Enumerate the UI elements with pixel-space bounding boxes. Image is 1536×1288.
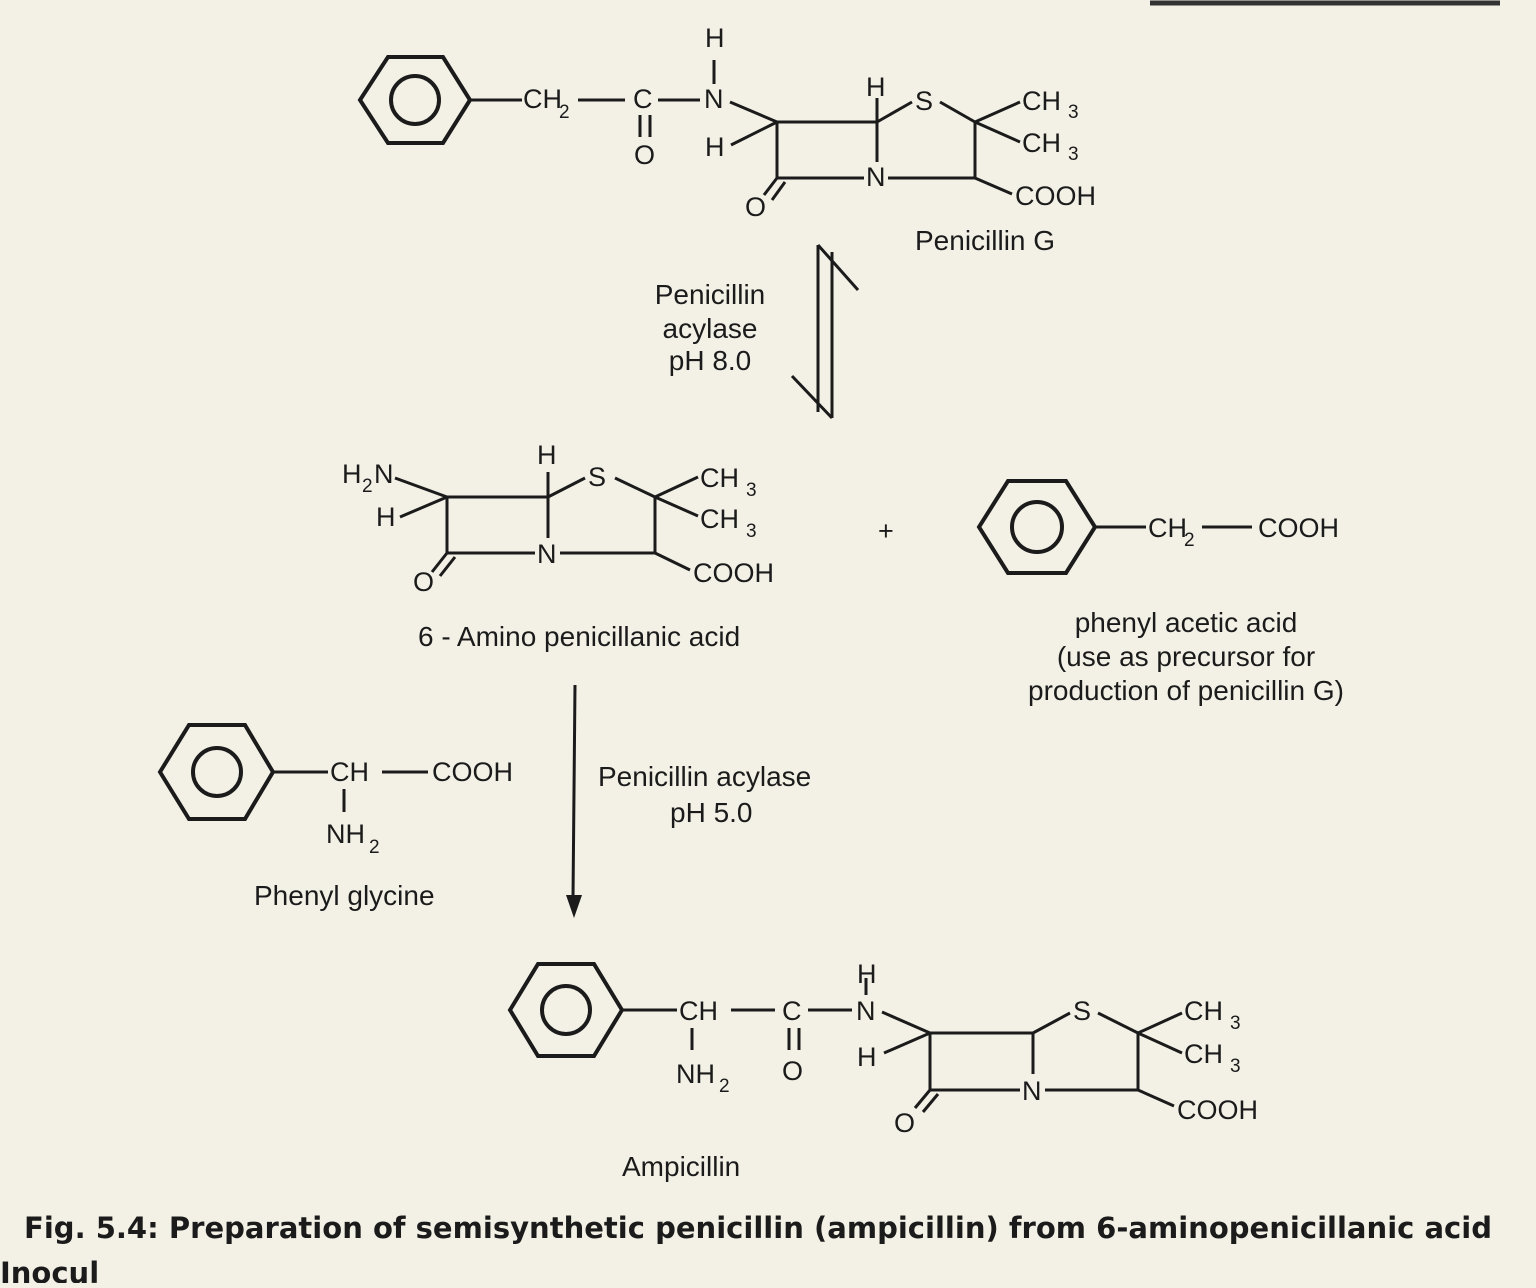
svg-text:2: 2 — [1184, 530, 1195, 551]
footer-text-fragment: Inocul — [0, 1256, 99, 1283]
phenylacetic-label-3: production of penicillin G) — [1028, 675, 1344, 706]
reaction-arrow-down — [566, 684, 582, 918]
svg-text:CH: CH — [1184, 996, 1223, 1026]
plus-sign: + — [878, 516, 894, 546]
svg-text:C: C — [782, 996, 802, 1026]
svg-text:3: 3 — [1068, 144, 1079, 165]
svg-text:O: O — [782, 1056, 803, 1086]
svg-text:H: H — [857, 1042, 877, 1072]
svg-text:N: N — [1022, 1076, 1042, 1106]
svg-text:CH: CH — [1148, 513, 1187, 543]
phenyl-glycine-label: Phenyl glycine — [254, 880, 435, 911]
ampicillin-structure: CH NH 2 C O N H H N O S CH 3 CH 3 — [507, 959, 1258, 1138]
carbonyl-carbon: C — [633, 84, 653, 114]
svg-text:3: 3 — [746, 521, 757, 542]
step2-enzyme-label: Penicillin acylase — [598, 761, 811, 792]
step1-enzyme-label: Penicillin — [655, 279, 766, 310]
svg-text:3: 3 — [1068, 102, 1079, 123]
svg-text:H: H — [866, 72, 886, 102]
carbonyl-oxygen: O — [634, 140, 655, 170]
svg-text:NH: NH — [326, 819, 365, 849]
phenyl-glycine-structure: CH COOH NH 2 — [157, 723, 513, 858]
penicillin-g-label: Penicillin G — [915, 225, 1055, 256]
svg-text:H: H — [376, 502, 396, 532]
svg-text:H: H — [857, 959, 877, 989]
ampicillin-label: Ampicillin — [622, 1151, 740, 1182]
svg-text:COOH: COOH — [1177, 1095, 1258, 1125]
svg-text:CH: CH — [700, 504, 739, 534]
aromatic-circle — [191, 746, 243, 798]
svg-text:CH: CH — [1184, 1039, 1223, 1069]
svg-text:COOH: COOH — [1258, 513, 1339, 543]
benzene-ring — [357, 55, 473, 145]
svg-text:COOH: COOH — [432, 757, 513, 787]
equilibrium-arrows — [790, 244, 860, 420]
6-apa-structure: H 2 N H N O H S CH 3 CH 3 COOH — [342, 440, 774, 597]
svg-text:CH: CH — [679, 996, 718, 1026]
svg-text:N: N — [537, 539, 557, 569]
svg-text:3: 3 — [746, 480, 757, 501]
svg-text:CH: CH — [330, 757, 369, 787]
phenylacetic-label-2: (use as precursor for — [1057, 641, 1315, 672]
6-apa-label: 6 - Amino penicillanic acid — [418, 621, 740, 652]
svg-text:3: 3 — [1230, 1056, 1241, 1077]
svg-text:COOH: COOH — [1015, 181, 1096, 211]
svg-text:O: O — [894, 1108, 915, 1138]
sulfur-atom: S — [915, 86, 933, 116]
svg-text:S: S — [1073, 996, 1091, 1026]
figure-caption: Fig. 5.4: Preparation of semisynthetic p… — [24, 1211, 1492, 1245]
svg-text:N: N — [856, 996, 876, 1026]
aromatic-circle — [1010, 500, 1064, 554]
svg-text:NH: NH — [676, 1059, 715, 1089]
benzene-ring — [157, 723, 276, 821]
step1-enzyme-label-2: acylase — [663, 313, 758, 344]
svg-text:H: H — [537, 440, 557, 470]
benzene-ring — [976, 479, 1098, 575]
svg-text:2: 2 — [719, 1076, 730, 1097]
lactam-oxygen: O — [745, 192, 766, 222]
svg-text:H: H — [342, 459, 362, 489]
aromatic-circle — [389, 74, 441, 126]
step2-ph-label: pH 5.0 — [670, 797, 753, 828]
svg-text:S: S — [588, 462, 606, 492]
step1-ph-label: pH 8.0 — [669, 345, 752, 376]
svg-text:2: 2 — [362, 476, 373, 497]
svg-text:CH: CH — [700, 463, 739, 493]
svg-text:CH: CH — [1022, 128, 1061, 158]
svg-text:O: O — [413, 567, 434, 597]
ch2-group: CH — [523, 84, 562, 114]
svg-text:COOH: COOH — [693, 558, 774, 588]
aromatic-circle — [540, 984, 592, 1036]
svg-text:N: N — [866, 162, 886, 192]
amide-nitrogen: N — [704, 84, 724, 114]
svg-text:CH: CH — [1022, 86, 1061, 116]
phenylacetic-label-1: phenyl acetic acid — [1075, 607, 1298, 638]
svg-text:3: 3 — [1230, 1013, 1241, 1034]
phenylacetic-acid-structure: CH 2 COOH — [976, 479, 1339, 575]
svg-text:H: H — [705, 132, 725, 162]
benzene-ring — [507, 962, 625, 1058]
svg-text:N: N — [374, 459, 394, 489]
svg-text:2: 2 — [369, 837, 380, 858]
svg-text:2: 2 — [559, 102, 570, 123]
penicillin-g-structure: CH 2 C O N H H N O H S CH 3 CH — [357, 23, 1096, 222]
svg-text:H: H — [705, 23, 725, 53]
